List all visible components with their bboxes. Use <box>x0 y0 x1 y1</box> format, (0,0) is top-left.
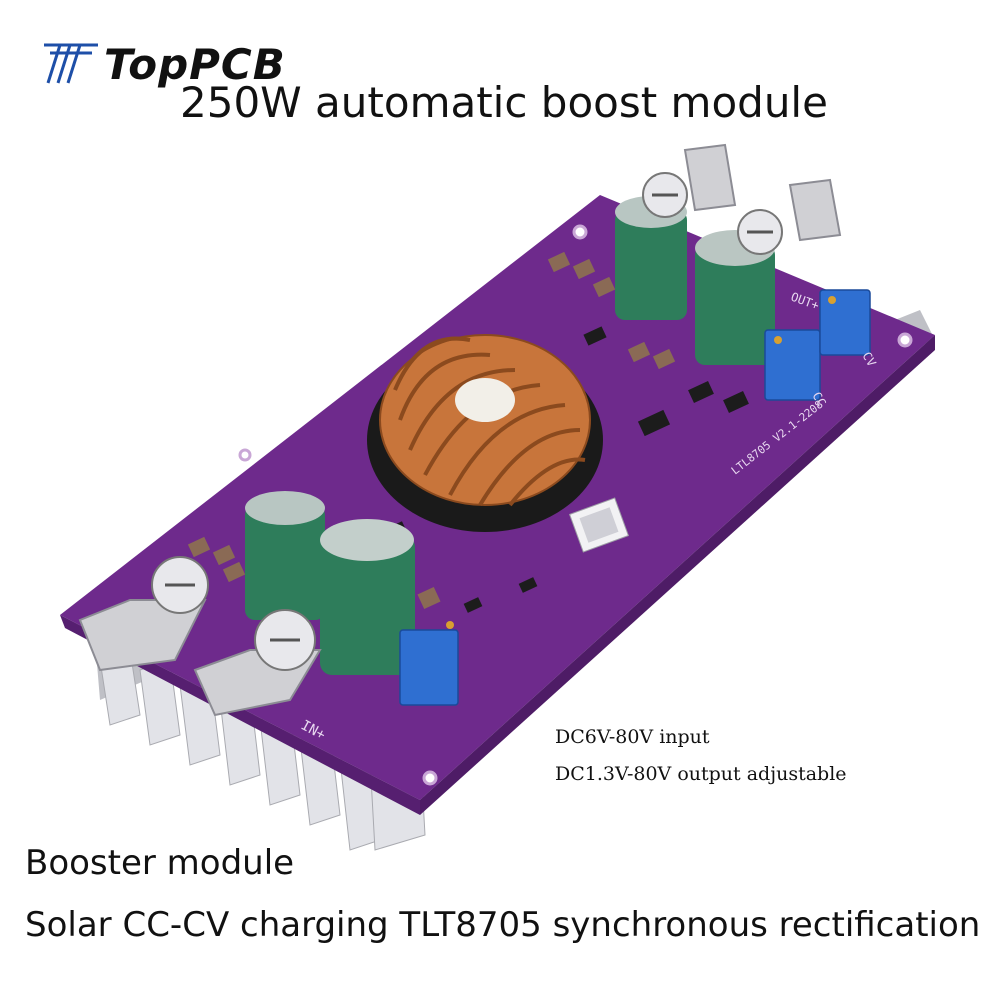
label-cv: CV <box>859 350 878 370</box>
brand-header: TopPCB <box>40 38 286 90</box>
product-headline: 250W automatic boost module <box>180 78 828 127</box>
spec-output: DC1.3V-80V output adjustable <box>555 763 847 785</box>
header-connector <box>568 497 630 553</box>
mounting-holes <box>238 224 913 786</box>
label-cc: CC <box>809 390 828 410</box>
capacitors <box>245 196 775 675</box>
smd-components <box>187 251 676 610</box>
caption-booster: Booster module <box>25 843 295 883</box>
brand-name: TopPCB <box>104 39 286 89</box>
spec-input: DC6V-80V input <box>555 726 710 748</box>
toroid-inductor <box>367 334 603 532</box>
toppcb-logo-icon <box>44 43 98 84</box>
screw-terminals <box>78 143 842 717</box>
trimmer-potentiometers <box>399 289 871 706</box>
caption-features: Solar CC-CV charging TLT8705 synchronous… <box>25 905 981 945</box>
